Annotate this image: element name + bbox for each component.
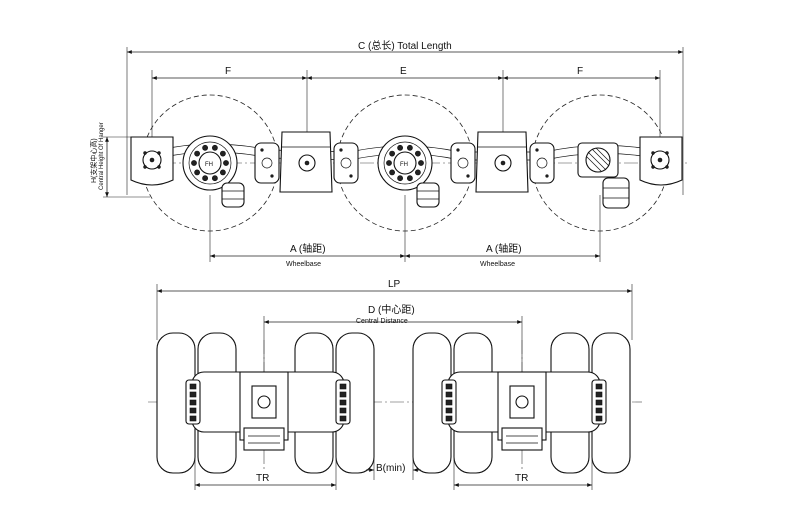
hub-stud bbox=[386, 160, 392, 166]
track-dimensions: TR TR bbox=[194, 440, 593, 490]
hub-stud bbox=[202, 144, 208, 151]
hub-nut bbox=[339, 383, 347, 390]
hub-studs bbox=[191, 144, 424, 182]
rear-axle-section bbox=[577, 142, 619, 178]
rear-hanger bbox=[639, 136, 683, 186]
wheelbase-dimensions: A (轴距) Wheelbase A (轴距) Wheelbase bbox=[209, 195, 601, 268]
middle-hanger-1 bbox=[279, 131, 333, 193]
wheelbase-1-label: A (轴距) bbox=[290, 242, 326, 255]
hub-nut bbox=[189, 407, 197, 414]
front-hanger bbox=[130, 136, 174, 186]
equalizer-right-2 bbox=[529, 142, 555, 184]
top-view: LP D (中心距) Central Distance bbox=[148, 279, 642, 490]
hub-stud bbox=[211, 175, 218, 182]
hub-stud bbox=[414, 169, 421, 176]
spacing-e-label: E bbox=[400, 66, 407, 77]
hub-nut bbox=[595, 383, 603, 390]
hub-nut bbox=[595, 399, 603, 406]
hub-stud bbox=[406, 175, 413, 182]
hub-stud bbox=[211, 144, 218, 151]
hub-nut bbox=[445, 391, 453, 398]
hub-nut bbox=[445, 415, 453, 422]
axle-assembly-1 bbox=[185, 371, 351, 451]
b-min-label: B(min) bbox=[376, 463, 405, 474]
track-1-label: TR bbox=[256, 473, 269, 484]
side-view: C (总长) Total Length F E F H(支架中心高) Centr… bbox=[89, 39, 690, 268]
wheelbase-2-en-label: Wheelbase bbox=[480, 261, 515, 268]
lp-dimension: LP bbox=[156, 279, 633, 340]
total-length-label: C (总长) Total Length bbox=[358, 39, 452, 52]
hub-nut bbox=[445, 399, 453, 406]
hub-stud bbox=[194, 169, 200, 176]
equalizer-right-1 bbox=[333, 142, 359, 184]
brake-chamber-2 bbox=[416, 182, 440, 208]
hub-nut bbox=[189, 399, 197, 406]
hub-stud bbox=[414, 150, 421, 157]
wheelbase-1-en-label: Wheelbase bbox=[286, 261, 321, 268]
spacing-f-left-label: F bbox=[225, 66, 231, 77]
wheel-hub-2: FH bbox=[377, 135, 433, 191]
hub-stud bbox=[397, 144, 403, 151]
hub-nut bbox=[595, 415, 603, 422]
equalizer-left-2 bbox=[450, 142, 476, 184]
hub-nut bbox=[189, 383, 197, 390]
hub-nuts bbox=[189, 383, 603, 422]
b-min-dimension: B(min) bbox=[366, 440, 421, 480]
hub-stud bbox=[389, 150, 395, 157]
equalizer-left-1 bbox=[254, 142, 280, 184]
central-distance-en-label: Central Distance bbox=[356, 318, 408, 325]
hub-stud bbox=[389, 169, 395, 176]
hub-stud bbox=[194, 150, 200, 157]
hub-nut bbox=[445, 383, 453, 390]
track-2-label: TR bbox=[515, 473, 528, 484]
hub-nut bbox=[595, 391, 603, 398]
middle-hanger-2 bbox=[475, 131, 529, 193]
hub-nut bbox=[189, 391, 197, 398]
wheelbase-2-label: A (轴距) bbox=[486, 242, 522, 255]
hub-mark-1: FH bbox=[205, 162, 213, 168]
lp-label: LP bbox=[388, 279, 401, 290]
total-length-dimension: C (总长) Total Length bbox=[126, 39, 684, 195]
hub-stud bbox=[191, 160, 197, 166]
hub-nut bbox=[339, 391, 347, 398]
hub-stud bbox=[418, 160, 424, 166]
brake-chamber-1 bbox=[221, 182, 245, 208]
hub-stud bbox=[219, 150, 226, 157]
hub-stud bbox=[397, 175, 403, 182]
hub-mark-2: FH bbox=[400, 162, 408, 168]
hub-stud bbox=[406, 144, 413, 151]
hub-nut bbox=[189, 415, 197, 422]
hub-stud bbox=[202, 175, 208, 182]
spacing-f-right-label: F bbox=[577, 66, 583, 77]
hub-stud bbox=[219, 169, 226, 176]
hanger-height-en-label: Central Height Of Hanger bbox=[99, 122, 105, 190]
hub-nut bbox=[339, 415, 347, 422]
brake-chamber-3 bbox=[602, 177, 630, 209]
hub-nut bbox=[339, 399, 347, 406]
hanger-height-cn-label: H(支架中心高) bbox=[89, 138, 98, 183]
hub-nut bbox=[339, 407, 347, 414]
hub-stud bbox=[223, 160, 229, 166]
central-distance-label: D (中心距) bbox=[368, 303, 415, 316]
wheel-hub-1: FH bbox=[182, 135, 238, 191]
hub-nut bbox=[445, 407, 453, 414]
hub-nut bbox=[595, 407, 603, 414]
